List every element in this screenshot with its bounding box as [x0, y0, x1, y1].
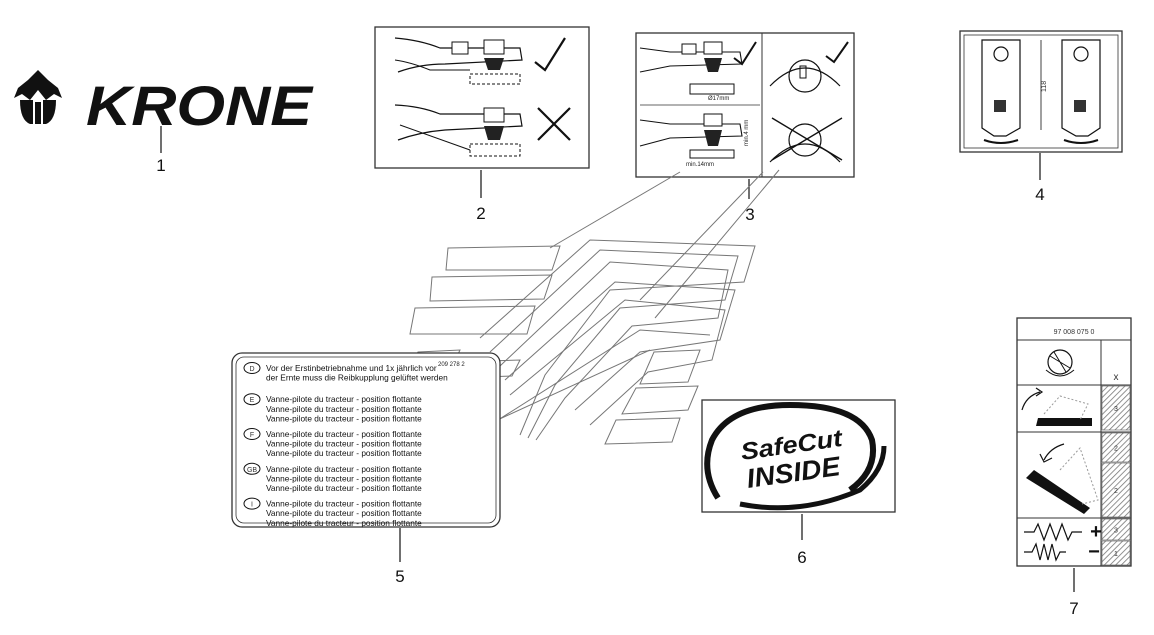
- dim-label-min14: min.14mm: [686, 162, 714, 168]
- lang-row-i: I Vanne-pilote du tracteur - position flo…: [243, 497, 422, 528]
- decal-4-blade-rotation: 118: [959, 30, 1123, 153]
- safecut-swoosh-top: [704, 401, 876, 500]
- callout-7: 7: [1069, 599, 1078, 618]
- decal-5-part-number: 209 278 2: [438, 362, 465, 368]
- lang-line: Vanne-pilote du tracteur - position flot…: [266, 464, 422, 474]
- lang-line: Vanne-pilote du tracteur - position flot…: [266, 413, 422, 423]
- decal-7-adjustment-chart: 97 008 075 0 x +: [1016, 317, 1132, 567]
- lang-code: I: [251, 502, 253, 509]
- lang-line: Vanne-pilote du tracteur - position flot…: [266, 483, 422, 493]
- step-value: 3: [1114, 406, 1118, 413]
- callout-2: 2: [476, 204, 485, 223]
- blade-tilt-large-icon: [1026, 443, 1099, 514]
- step-value: 1: [1114, 551, 1118, 558]
- lang-code: D: [249, 366, 254, 373]
- krone-wordmark: KRONE: [86, 74, 314, 137]
- lang-line: Vanne-pilote du tracteur - position flot…: [266, 518, 422, 528]
- dimension-118: 118: [1041, 81, 1048, 92]
- lang-row-d: D Vor der Erstinbetriebnahme und 1x jährl…: [243, 362, 448, 383]
- dim-label-bolt: Ø17mm: [708, 96, 729, 102]
- decal-7-part-number: 97 008 075 0: [1054, 329, 1095, 336]
- lang-code-badge: [243, 462, 261, 475]
- lang-code-badge: [243, 393, 261, 406]
- minus-symbol: −: [1088, 541, 1100, 563]
- step-cell: [1101, 518, 1131, 541]
- lang-row-gb: GB Vanne-pilote du tracteur - position fl…: [243, 462, 422, 493]
- spring-tension-icon: [1024, 522, 1082, 562]
- lang-line: Vanne-pilote du tracteur - position flot…: [266, 429, 422, 439]
- callout-5: 5: [395, 567, 404, 586]
- krone-logo: KRONE: [14, 70, 314, 137]
- step-value: 2: [1114, 446, 1118, 453]
- lang-code-badge: [243, 428, 261, 440]
- lang-row-f: F Vanne-pilote du tracteur - position flo…: [243, 428, 422, 458]
- callout-3: 3: [745, 205, 754, 224]
- lang-line: Vanne-pilote du tracteur - position flot…: [266, 404, 422, 414]
- spring-dial-icon: [1045, 349, 1075, 377]
- step-value: 3: [1114, 528, 1118, 535]
- lang-line: Vanne-pilote du tracteur - position flot…: [266, 394, 422, 404]
- step-cell: [1101, 462, 1131, 518]
- cross-icon-bottom: [537, 107, 571, 141]
- dim-label-min4: min.4 mm: [744, 120, 750, 146]
- lang-line: Vanne-pilote du tracteur - position flot…: [266, 439, 422, 449]
- lang-line: Vanne-pilote du tracteur - position flot…: [266, 499, 422, 509]
- step-cell: [1101, 385, 1131, 431]
- lang-line: Vanne-pilote du tracteur - position flot…: [266, 448, 422, 458]
- lang-row-e: E Vanne-pilote du tracteur - position flo…: [243, 393, 422, 423]
- callout-1: 1: [156, 156, 165, 175]
- decal-2-knife-bolt: [374, 26, 590, 169]
- check-icon-3b: [825, 41, 849, 64]
- lang-line: Vanne-pilote du tracteur - position flot…: [266, 508, 422, 518]
- lang-line: Vor der Erstinbetriebnahme und 1x jährli…: [266, 363, 437, 373]
- blade-tilt-small-icon: [1021, 387, 1092, 426]
- check-icon-3a: [733, 41, 757, 66]
- decal-5-instructions: 209 278 2 D Vor der Erstinbetriebnahme un…: [231, 352, 501, 528]
- step-cell: [1101, 432, 1131, 463]
- decal-3-blade-wear: Ø17mm min.14mm min.4 mm: [635, 32, 855, 178]
- callout-4: 4: [1035, 185, 1044, 204]
- step-value: 2: [1114, 488, 1118, 495]
- lang-code: GB: [247, 467, 257, 474]
- check-icon-top: [534, 37, 566, 72]
- lang-code: E: [250, 397, 255, 404]
- krone-crown-icon: [14, 70, 62, 126]
- cross-icon-3: [771, 117, 843, 161]
- step-cell: [1101, 540, 1131, 566]
- safecut-swoosh-bottom: [739, 445, 887, 511]
- lang-line: Vanne-pilote du tracteur - position flot…: [266, 473, 422, 483]
- machine-outline: [404, 239, 756, 445]
- lang-code-badge: [243, 362, 261, 374]
- lang-line: der Ernte muss die Reibkupplung gelüftet…: [266, 373, 448, 383]
- plus-symbol: +: [1090, 521, 1102, 543]
- decal-6-safecut: SafeCut INSIDE: [701, 399, 896, 513]
- lang-code-badge: [243, 497, 261, 510]
- lang-code: F: [250, 432, 254, 439]
- column-header-x: x: [1114, 372, 1119, 383]
- callout-6: 6: [797, 548, 806, 567]
